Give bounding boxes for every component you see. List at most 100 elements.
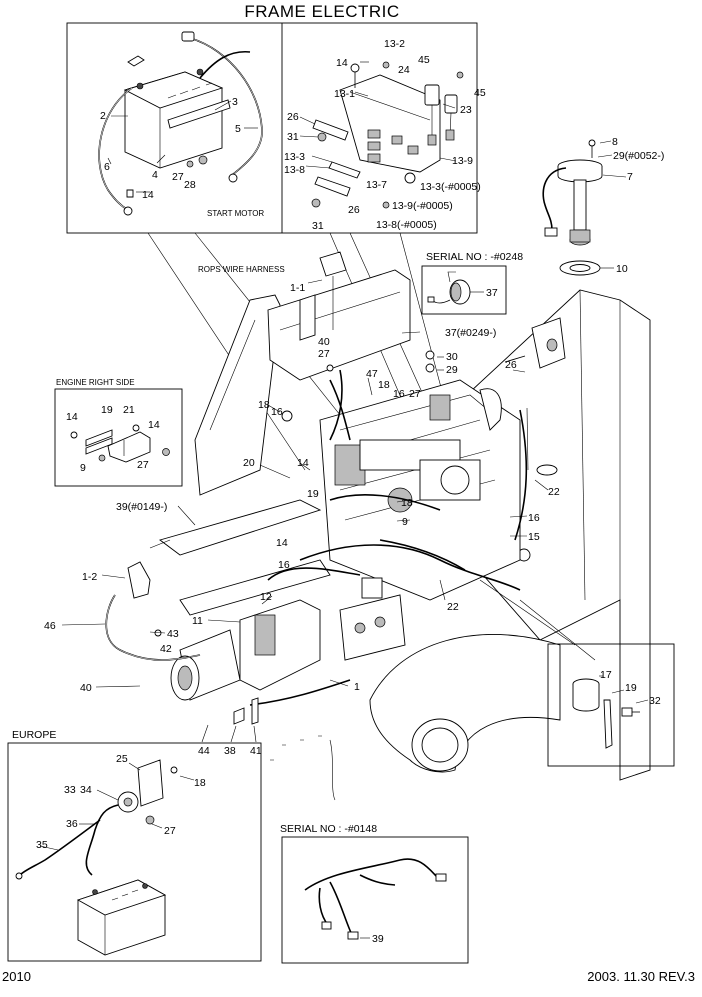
callout-25: 25 (116, 753, 128, 765)
callout-12: 12 (260, 591, 272, 603)
callout-1: 1 (354, 681, 360, 693)
note-start-motor: START MOTOR (207, 209, 264, 218)
callout-31b: 31 (312, 220, 324, 232)
callout-13-1: 13-1 (334, 88, 355, 100)
callout-3: 3 (232, 96, 238, 108)
serial-0148-box: SERIAL NO : -#0148 39 (280, 823, 469, 964)
callout-40a: 40 (318, 336, 330, 348)
callout-21: 21 (123, 404, 135, 416)
callout-27b: 27 (137, 459, 149, 471)
callout-7: 7 (627, 171, 633, 183)
callout-18a: 18 (378, 379, 390, 391)
callout-16a: 16 (393, 388, 405, 400)
callout-37-0249: 37(#0249-) (445, 327, 496, 339)
callout-13-2: 13-2 (384, 38, 405, 50)
callout-5: 5 (235, 123, 241, 135)
callout-46: 46 (44, 620, 56, 632)
europe-box: EUROPE 25 18 33 34 36 27 35 (7, 729, 262, 962)
callout-27: 27 (172, 171, 184, 183)
callout-27d: 27 (409, 388, 421, 400)
callout-14b: 14 (336, 57, 348, 69)
callout-11: 11 (192, 615, 203, 627)
engine-right-side-box: ENGINE RIGHT SIDE 14 19 21 14 9 27 (54, 378, 183, 487)
callout-45b: 45 (474, 87, 486, 99)
callout-8: 8 (612, 136, 618, 148)
callout-6: 6 (104, 161, 110, 173)
bracket-illustration (311, 61, 464, 209)
callout-18d: 18 (194, 777, 206, 789)
callout-23: 23 (460, 104, 472, 116)
callout-26a: 26 (287, 111, 299, 123)
callout-24: 24 (398, 64, 410, 76)
callout-18c: 18 (401, 497, 413, 509)
callout-1-2: 1-2 (82, 571, 97, 583)
callout-47: 47 (366, 368, 378, 380)
callout-43: 43 (167, 628, 179, 640)
callout-4: 4 (152, 169, 158, 181)
callout-27c: 27 (318, 348, 330, 360)
note-rops-wire-harness: ROPS WIRE HARNESS (198, 265, 285, 274)
callout-14d: 14 (148, 419, 160, 431)
callout-9b: 9 (402, 516, 408, 528)
callout-41: 41 (250, 745, 262, 757)
callout-26c: 26 (505, 359, 517, 371)
page-title: FRAME ELECTRIC (244, 2, 399, 21)
callout-39-0149: 39(#0149-) (116, 501, 167, 513)
callout-36: 36 (66, 818, 78, 830)
callout-14f: 14 (276, 537, 288, 549)
callout-1-1: 1-1 (290, 282, 305, 294)
callout-44: 44 (198, 745, 210, 757)
note-engine-right-side: ENGINE RIGHT SIDE (56, 378, 135, 387)
callout-29-0052: 29(#0052-) (613, 150, 664, 162)
callout-14e: 14 (297, 457, 309, 469)
callout-42: 42 (160, 643, 172, 655)
serial-0248-box: SERIAL NO : -#0248 37 (421, 251, 523, 315)
callout-18b: 18 (258, 399, 270, 411)
callout-13-8: 13-8 (284, 164, 305, 176)
callout-17: 17 (600, 669, 612, 681)
callout-40b: 40 (80, 682, 92, 694)
callout-16b: 16 (271, 406, 283, 418)
leader-lines-top (107, 61, 457, 193)
callout-31a: 31 (287, 131, 299, 143)
callout-28: 28 (184, 179, 196, 191)
callout-13-9-0005: 13-9(-#0005) (392, 200, 453, 212)
callout-16d: 16 (278, 559, 290, 571)
sensor-box: 17 19 32 (547, 643, 675, 767)
callout-39b: 39 (372, 933, 384, 945)
callout-37: 37 (486, 287, 498, 299)
callout-29: 29 (446, 364, 458, 376)
callout-38: 38 (224, 745, 236, 757)
callout-22a: 22 (548, 486, 560, 498)
note-serial-0248: SERIAL NO : -#0248 (426, 251, 523, 263)
callout-13-8-0005: 13-8(-#0005) (376, 219, 437, 231)
callout-9a: 9 (80, 462, 86, 474)
callout-2: 2 (100, 110, 106, 122)
footer-date-revision: 2003. 11.30 REV.3 (587, 969, 695, 984)
callout-19b: 19 (307, 488, 319, 500)
callout-13-3-0005: 13-3(-#0005) (420, 181, 481, 193)
top-parts-box: 2 6 4 27 28 14 3 5 START MOTOR 13-2 14 2… (66, 22, 486, 234)
note-serial-0148: SERIAL NO : -#0148 (280, 823, 377, 835)
callout-45a: 45 (418, 54, 430, 66)
battery-illustration (98, 31, 263, 216)
callout-19c: 19 (625, 682, 637, 694)
callout-33: 33 (64, 784, 76, 796)
main-assembly-illustration: ROPS WIRE HARNESS 1-1 37(#0249-) 40 27 3… (44, 232, 651, 801)
callout-14: 14 (142, 189, 154, 201)
callout-13-3: 13-3 (284, 151, 305, 163)
callout-13-9: 13-9 (452, 155, 473, 167)
callout-32: 32 (649, 695, 661, 707)
callout-10: 10 (616, 263, 628, 275)
callout-35: 35 (36, 839, 48, 851)
callout-26b: 26 (348, 204, 360, 216)
callout-19a: 19 (101, 404, 113, 416)
callout-20: 20 (243, 457, 255, 469)
callout-22b: 22 (447, 601, 459, 613)
callout-30: 30 (446, 351, 458, 363)
fuel-sender: 8 29(#0052-) 7 10 (542, 136, 664, 276)
callout-16c: 16 (528, 512, 540, 524)
callout-13-7: 13-7 (366, 179, 387, 191)
callout-34: 34 (80, 784, 92, 796)
